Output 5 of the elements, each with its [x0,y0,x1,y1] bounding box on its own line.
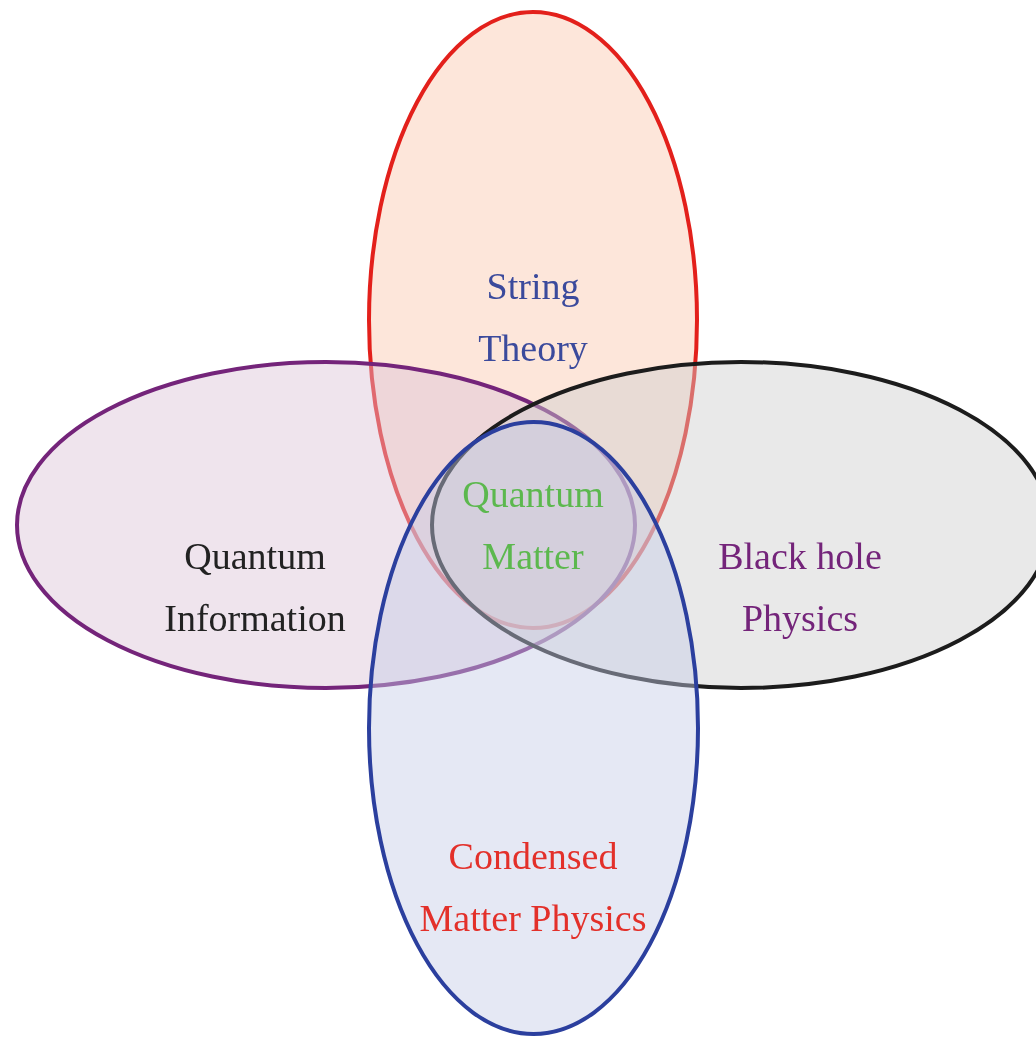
set-label: Condensed Matter Physics [418,834,648,941]
set-label: Quantum Information [163,534,347,641]
set-label: String Theory [477,264,589,371]
set-label: Black hole Physics [717,534,883,641]
overlap-label: Quantum Matter [461,472,605,579]
